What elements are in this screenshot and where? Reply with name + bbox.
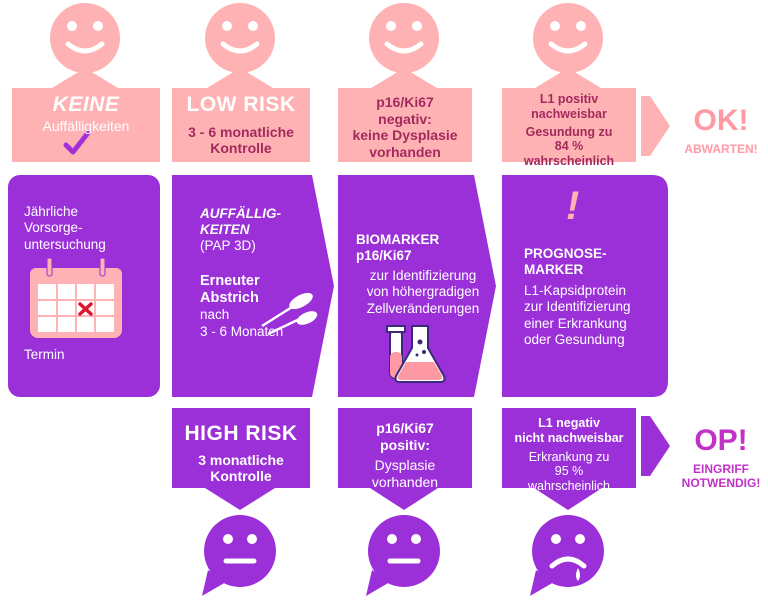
neutral-face-icon-2 <box>366 515 440 596</box>
middle-box-2 <box>172 175 334 397</box>
mid-2-line7: 3 - 6 Monaten <box>200 323 284 339</box>
bottom-3-line3: Erkrankung zu <box>528 449 610 464</box>
mid-1-footer: Termin <box>24 347 65 362</box>
neutral-face-icon-1 <box>202 515 276 596</box>
swab-icon <box>261 292 318 336</box>
top-3-line3: keine Dysplasie <box>352 127 458 144</box>
happy-face-icon-4 <box>533 3 603 73</box>
bottom-2-line1: p16/Ki67 <box>376 420 434 436</box>
op-subtitle1: EINGRIFF <box>693 462 749 476</box>
top-box-4-text: L1 positiv nachweisbar Gesundung zu 84 %… <box>502 92 636 169</box>
mid-3-line1: BIOMARKER <box>356 232 440 247</box>
top-3-line1: p16/Ki67 <box>376 94 434 110</box>
calendar-icon <box>30 257 122 338</box>
bottom-1-line3: Kontrolle <box>210 468 272 485</box>
bottom-box-2 <box>338 408 472 510</box>
top-4-line5: wahrscheinlich <box>523 154 615 168</box>
happy-face-icon-1 <box>50 3 120 73</box>
bottom-box-1 <box>172 408 310 510</box>
top-1-line2: Auffälligkeiten <box>42 117 130 134</box>
op-arrow-icon <box>641 416 670 476</box>
mid-2-line3: (PAP 3D) <box>200 238 256 254</box>
ok-label: OK! ABWARTEN! <box>674 104 768 157</box>
mid-2-line2: KEITEN <box>200 222 250 238</box>
bottom-3-line5: wahrscheinlich <box>528 479 610 493</box>
top-3-line4: vorhanden <box>369 143 441 160</box>
top-3-line2: negativ: <box>378 110 432 127</box>
mid-4-line2: MARKER <box>524 262 584 278</box>
mid-3-line2: p16/Ki67 <box>356 248 412 264</box>
flask-icon <box>386 325 446 383</box>
bottom-3-line1: L1 negativ <box>538 416 600 430</box>
mid-4-line4: zur Identifizierung <box>524 299 631 315</box>
bottom-2-line3: Dysplasie <box>374 457 436 474</box>
middle-box-3-text: BIOMARKER p16/Ki67 <box>356 232 439 265</box>
top-1-line1: KEINE <box>52 93 120 116</box>
exclamation-icon: ! <box>566 184 580 228</box>
bottom-3-line2: nicht nachweisbar <box>514 430 624 445</box>
top-box-3-text: p16/Ki67 negativ: keine Dysplasie vorhan… <box>338 94 472 160</box>
mid-4-line6: oder Gesundung <box>524 332 625 348</box>
bottom-box-3 <box>502 408 636 510</box>
top-4-line3: Gesundung zu <box>525 124 613 139</box>
mid-1-line1: Jährliche <box>24 204 79 219</box>
bottom-2-line4: vorhanden <box>371 473 439 490</box>
top-2-line3: Kontrolle <box>210 140 272 157</box>
bottom-3-line4: 95 % <box>554 464 584 479</box>
top-4-line4: 84 % <box>554 139 584 154</box>
top-2-line2: 3 - 6 monatliche <box>188 123 294 140</box>
mid-1-line3: untersuchung <box>24 236 106 252</box>
mid-3-line3: zur Identifizierung <box>369 268 477 283</box>
bottom-box-3-text: L1 negativ nicht nachweisbar Erkrankung … <box>502 416 636 494</box>
mid-4-line1: PROGNOSE- <box>524 246 607 261</box>
top-4-line2: nachweisbar <box>531 106 607 121</box>
mid-2-line1: AUFFÄLLIG- <box>200 206 281 221</box>
bottom-1-line2: 3 monatliche <box>198 451 284 468</box>
check-icon <box>63 130 91 155</box>
ok-subtitle: ABWARTEN! <box>684 142 758 156</box>
top-box-2 <box>172 68 310 162</box>
top-4-line1: L1 positiv <box>539 92 599 106</box>
op-title: OP! <box>694 424 748 457</box>
middle-box-1-text: Jährliche Vorsorge- untersuchung <box>24 204 106 253</box>
top-2-line1: LOW RISK <box>186 93 296 116</box>
middle-box-4 <box>502 175 668 397</box>
ok-arrow-icon <box>641 96 670 156</box>
bottom-box-1-text: HIGH RISK 3 monatliche Kontrolle <box>172 422 310 485</box>
ok-title: OK! <box>693 104 749 137</box>
top-box-1-text: KEINE Auffälligkeiten <box>12 93 160 134</box>
happy-face-icon-2 <box>205 3 275 73</box>
op-label: OP! EINGRIFF NOTWENDIG! <box>674 424 768 491</box>
sad-face-icon <box>530 515 604 596</box>
top-box-2-text: LOW RISK 3 - 6 monatliche Kontrolle <box>172 93 310 157</box>
middle-box-4-text: PROGNOSE- MARKER L1-Kapsidprotein zur Id… <box>524 246 631 349</box>
mid-4-line3: L1-Kapsidprotein <box>524 282 627 298</box>
mid-2-line4: Erneuter <box>200 272 260 289</box>
top-box-3 <box>338 68 472 162</box>
bottom-2-line2: positiv: <box>380 436 430 453</box>
mid-3-line4: von höhergradigen <box>366 284 480 300</box>
middle-box-2-text: AUFFÄLLIG- KEITEN (PAP 3D) Erneuter Abst… <box>200 206 283 340</box>
top-box-4 <box>502 68 636 162</box>
happy-face-icon-3 <box>369 3 439 73</box>
bottom-box-2-text: p16/Ki67 positiv: Dysplasie vorhanden <box>338 420 472 490</box>
mid-3-line5: Zellveränderungen <box>366 300 480 316</box>
middle-box-3 <box>338 175 496 397</box>
middle-box-3-desc: zur Identifizierung von höhergradigen Ze… <box>340 268 506 317</box>
top-box-1 <box>12 68 160 162</box>
bottom-1-line1: HIGH RISK <box>184 422 298 445</box>
mid-2-line6: nach <box>200 307 230 323</box>
mid-1-line2: Vorsorge- <box>24 220 83 236</box>
mid-2-line5: Abstrich <box>200 289 259 306</box>
op-subtitle2: NOTWENDIG! <box>681 476 761 491</box>
mid-4-line5: einer Erkrankung <box>524 315 627 331</box>
